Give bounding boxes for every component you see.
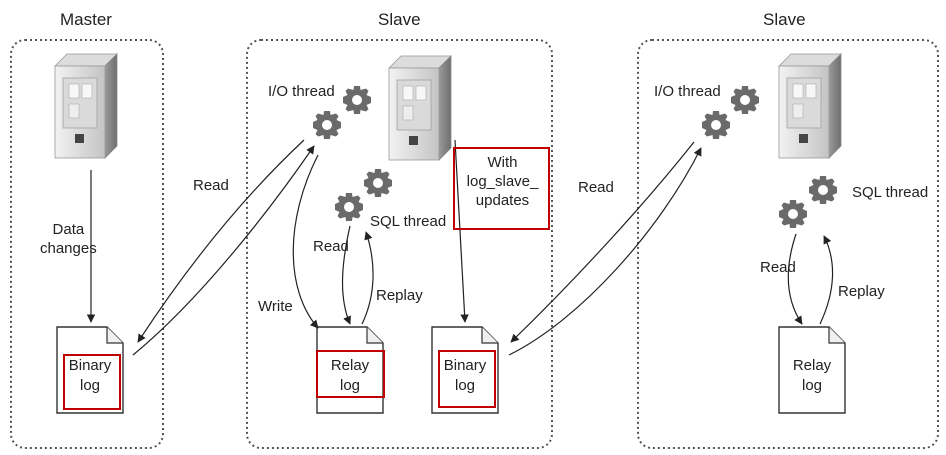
master-title: Master bbox=[60, 10, 112, 29]
slave1-write-label: Write bbox=[258, 298, 293, 315]
slave1-replay-arrow bbox=[361, 231, 374, 325]
data-changes-label: Data changes bbox=[40, 221, 97, 257]
master-server-icon bbox=[54, 53, 118, 159]
slave2-replay-label: Replay bbox=[838, 283, 885, 300]
slave1-read-label: Read bbox=[313, 238, 349, 255]
slave1-sql-read-arrow bbox=[341, 225, 351, 325]
slave1-log-slave-updates-arrow bbox=[454, 139, 469, 323]
slave1-relay-log-label: Relay log bbox=[330, 357, 370, 394]
master-binary-log-highlight bbox=[63, 354, 121, 410]
slave1-binary-log-highlight bbox=[438, 350, 496, 408]
slave2-server-icon bbox=[778, 53, 842, 159]
master-read-return-line bbox=[132, 145, 315, 356]
slave1-io-thread-label: I/O thread bbox=[268, 83, 335, 100]
log-slave-updates-highlight bbox=[453, 147, 550, 230]
master-read-arrow bbox=[137, 139, 305, 343]
slave1-server-icon bbox=[388, 55, 452, 161]
slave1-write-arrow bbox=[292, 154, 319, 329]
slave1-relay-log-highlight bbox=[316, 350, 385, 398]
master-binary-log-label: Binary log bbox=[68, 357, 112, 394]
slave2-title: Slave bbox=[763, 10, 806, 29]
slave2-relay-log-label: Relay log bbox=[792, 357, 832, 394]
slave2-read-return-line bbox=[508, 147, 702, 356]
slave2-sql-read-arrow bbox=[787, 233, 803, 325]
slave2-sql-thread-label: SQL thread bbox=[852, 184, 929, 201]
slave2-replay-arrow bbox=[819, 235, 834, 325]
log-slave-updates-note: With log_slave_ updates bbox=[466, 154, 539, 209]
slave1-binary-log-label: Binary log bbox=[443, 357, 487, 394]
master-panel bbox=[10, 39, 164, 449]
slave2-read-arrow bbox=[510, 141, 695, 343]
slave2-read-label: Read bbox=[760, 259, 796, 276]
slave1-replay-label: Replay bbox=[376, 287, 423, 304]
slave2-io-read-label: Read bbox=[578, 179, 614, 196]
slave2-panel bbox=[637, 39, 939, 449]
slave1-sql-thread-label: SQL thread bbox=[370, 213, 447, 230]
slave1-title: Slave bbox=[378, 10, 421, 29]
master-read-label: Read bbox=[193, 177, 229, 194]
slave2-sql-gears-icon bbox=[779, 176, 837, 228]
slave2-io-thread-label: I/O thread bbox=[654, 83, 721, 100]
